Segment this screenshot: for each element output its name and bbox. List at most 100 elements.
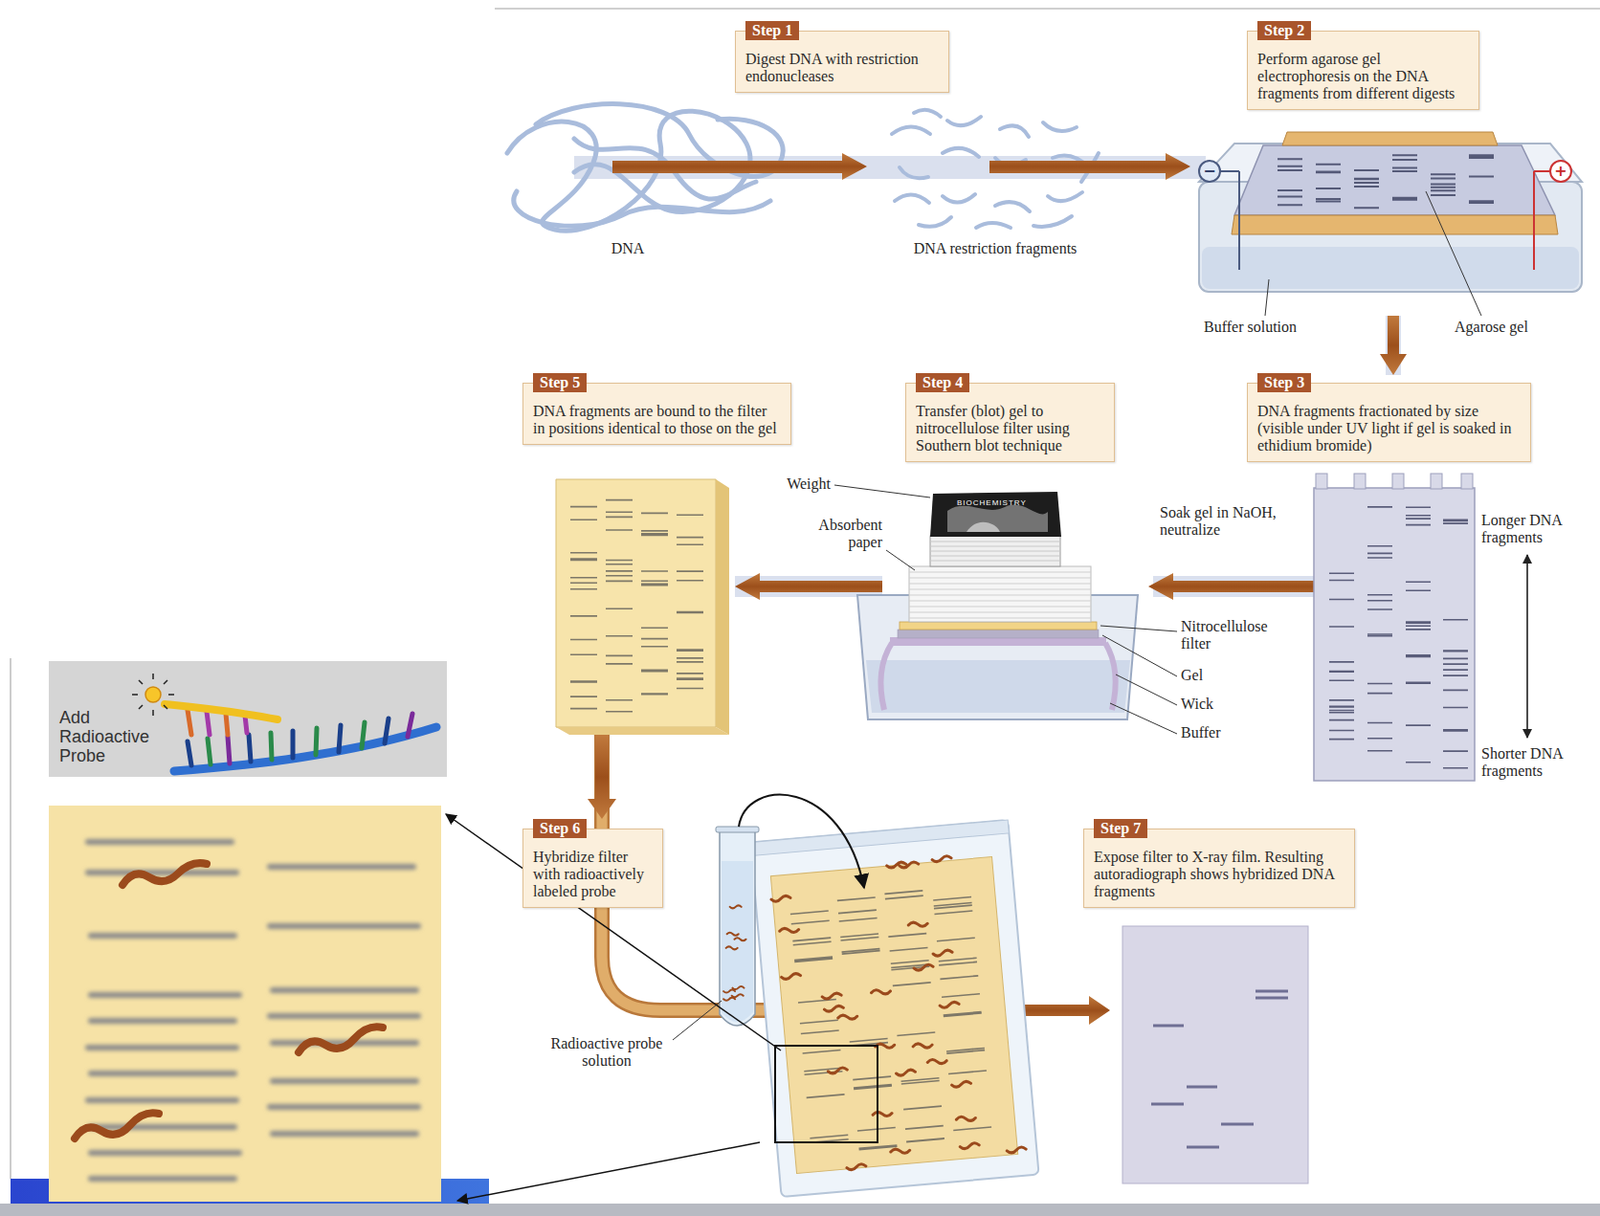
slide-frame-part	[10, 658, 12, 1179]
step-box: Step 5DNA fragments are bound to the fil…	[522, 382, 792, 445]
zoom-pointer	[445, 814, 878, 1201]
dna-fragments-part	[913, 110, 941, 117]
probe-panel-part-part	[248, 734, 251, 762]
fractionated-gel-part	[1526, 555, 1529, 738]
dna-fragments-part	[1033, 216, 1072, 227]
zoom-pointer-part	[445, 814, 781, 1051]
dna-fragments-part	[894, 194, 930, 203]
step-box: Step 1Digest DNA with restriction endonu…	[734, 30, 950, 93]
blot-apparatus-part	[947, 505, 1048, 533]
slide-frame-part	[0, 1203, 1600, 1216]
probe-panel	[48, 661, 447, 778]
dna-fragments-part	[899, 167, 929, 178]
filter-inset	[48, 805, 442, 1202]
blot-apparatus-part	[909, 566, 1091, 623]
dna-fragments-part	[1000, 125, 1029, 137]
electrode-sign: −	[1200, 161, 1220, 181]
dna-fragments-part	[942, 148, 979, 157]
probe-panel-part	[132, 673, 175, 716]
probe-squiggle	[723, 905, 746, 1000]
step-text: DNA fragments are bound to the filter in…	[533, 402, 781, 438]
probe-panel-part	[145, 687, 161, 703]
bound-filter-part	[555, 727, 730, 735]
hybridization-bag-part	[750, 820, 1039, 1198]
step-text: Digest DNA with restriction endonuclease…	[745, 50, 939, 86]
probe-panel-part-part	[338, 725, 341, 753]
probe-label: Add Radioactive Probe	[59, 708, 165, 766]
step-box: Step 6Hybridize filter with radioactivel…	[522, 828, 664, 909]
electrophoresis-tank-part	[1282, 132, 1498, 146]
electrophoresis-tank-part	[1550, 160, 1572, 182]
filter-inset-part-part	[74, 1112, 159, 1139]
hybridization-bag-part	[770, 857, 1018, 1175]
filter-band	[570, 500, 704, 712]
probe-panel-part	[48, 661, 447, 778]
flow-arrow-part	[1379, 315, 1407, 376]
electrophoresis-tank-part	[1231, 215, 1558, 235]
electrophoresis-tank-part	[1219, 170, 1240, 173]
filter-inset-part	[74, 863, 383, 1139]
zoom-pointer-part	[457, 1142, 760, 1201]
blot-apparatus-part	[909, 572, 1091, 619]
autoradiograph-part	[1122, 926, 1309, 1184]
blot-apparatus-part	[1100, 625, 1178, 632]
probe-panel-part-part	[407, 713, 413, 737]
step-heading: Step 2	[1257, 21, 1312, 41]
step-text: Expose filter to X-ray film. Resulting a…	[1093, 848, 1345, 901]
probe-panel-part-part	[187, 710, 192, 735]
blot-apparatus-part	[899, 622, 1097, 630]
autoradiograph-part	[1151, 991, 1289, 1148]
hybridization-bag	[750, 820, 1039, 1198]
probe-panel-part-part	[361, 722, 365, 749]
part-label: Wick	[1180, 695, 1239, 713]
fractionated-gel-part	[1354, 473, 1366, 489]
probe-panel-part-part	[290, 731, 296, 758]
probe-panel-part-part	[244, 715, 247, 734]
part-label: Agarose gel	[1454, 318, 1570, 336]
electrophoresis-tank-part	[1238, 171, 1241, 270]
part-label: Nitrocellulose filter	[1180, 618, 1296, 653]
flow-arrow-part	[612, 153, 867, 180]
electrophoresis-tank-part	[1533, 171, 1535, 270]
probe-panel-part-part	[187, 741, 192, 766]
part-label: Gel	[1180, 666, 1239, 685]
step-text: Transfer (blot) gel to nitrocellulose fi…	[915, 402, 1105, 455]
step-heading: Step 5	[533, 373, 587, 393]
blot-apparatus-part	[930, 535, 1061, 567]
hybridization-bag-part	[750, 820, 1009, 856]
test-tube-part	[719, 831, 756, 1026]
probe-panel-part-part	[270, 733, 272, 760]
part-label: Radioactive probe solution	[541, 1035, 672, 1070]
dna-fragments-part	[1043, 122, 1077, 132]
probe-squiggle	[768, 851, 1026, 1176]
filter-inset-part-part	[122, 863, 207, 886]
fractionated-gel-part	[1392, 473, 1404, 489]
step-heading: Step 1	[745, 21, 800, 41]
dna-fragments-part	[891, 127, 931, 135]
filter-inset-part-part	[269, 866, 419, 1134]
bound-filter	[555, 479, 730, 735]
slide-frame-part	[494, 8, 1600, 10]
gel-band	[1277, 155, 1494, 208]
step-box: Step 3DNA fragments fractionated by size…	[1246, 382, 1532, 463]
dna-fragments-part	[942, 194, 976, 203]
step-heading: Step 7	[1093, 819, 1148, 839]
flow-arrow-part	[989, 153, 1191, 180]
probe-panel-part-part	[225, 713, 228, 735]
part-label: Buffer solution	[1203, 318, 1338, 336]
dna-fragments-part	[1047, 192, 1083, 201]
filter-inset-part-part	[298, 1026, 383, 1053]
test-tube	[672, 795, 865, 1041]
dna-fragments-part	[947, 116, 981, 126]
probe-panel-part-part	[206, 711, 210, 735]
filter-inset-part-part	[88, 842, 240, 1179]
filter-inset-part	[88, 842, 419, 1179]
step-text: DNA fragments fractionated by size (visi…	[1257, 402, 1521, 455]
test-tube-part	[721, 861, 754, 1023]
blot-apparatus-part	[866, 660, 1131, 713]
electrophoresis-tank	[1199, 132, 1582, 316]
dna-tangle-part	[513, 191, 771, 226]
test-tube-part	[738, 795, 865, 889]
step-text: Hybridize filter with radioactively labe…	[533, 848, 653, 901]
